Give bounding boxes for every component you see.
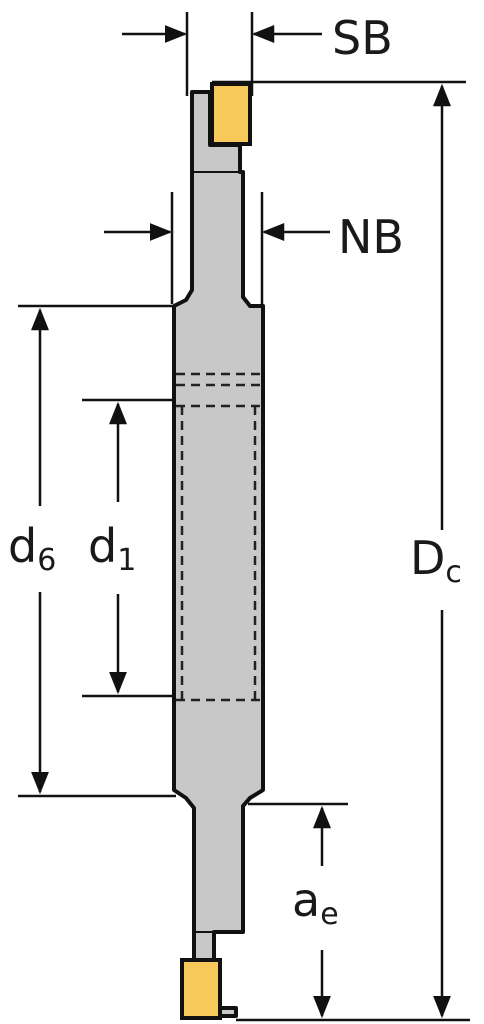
- nb-label: NB: [338, 210, 404, 264]
- ae-label: ae: [292, 873, 339, 932]
- cutter-body: [172, 90, 265, 1018]
- d1-dimension: [82, 398, 176, 698]
- bore-hidden-lines: [176, 372, 261, 702]
- dc-dimension: [212, 80, 470, 1022]
- d6-dimension: [18, 304, 176, 798]
- cutting-insert-top: [210, 82, 252, 146]
- d1-label: d1: [88, 519, 136, 578]
- cutting-insert-bottom: [180, 958, 222, 1020]
- nb-dimension: [104, 192, 330, 304]
- ae-dimension: [248, 802, 348, 1019]
- sb-label: SB: [332, 11, 393, 65]
- d6-label: d6: [8, 519, 56, 578]
- dc-label: Dc: [410, 531, 462, 590]
